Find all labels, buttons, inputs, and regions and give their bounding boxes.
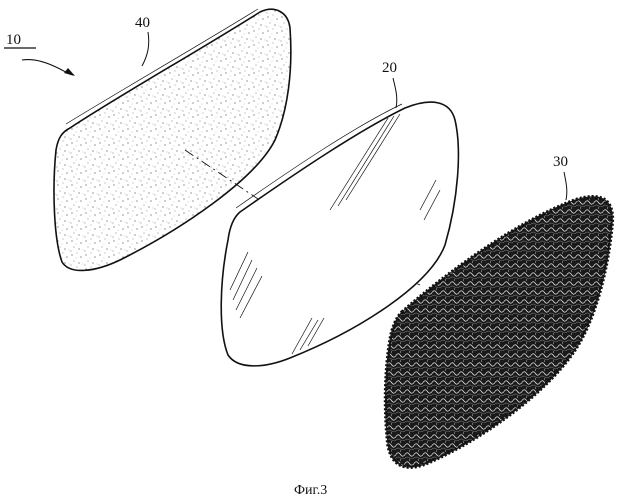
part-20-label: 20	[382, 60, 397, 76]
assembly-arrow-head	[64, 68, 75, 76]
assembly-callout: 10	[4, 32, 75, 76]
part-30-label: 30	[553, 154, 568, 170]
figure-caption: Фиг.3	[294, 483, 327, 498]
part-40-leader	[142, 32, 149, 66]
part-20-leader	[393, 78, 397, 108]
part-40-label: 40	[135, 15, 150, 31]
part-30-leader	[564, 172, 567, 200]
assembly-label: 10	[6, 32, 21, 48]
